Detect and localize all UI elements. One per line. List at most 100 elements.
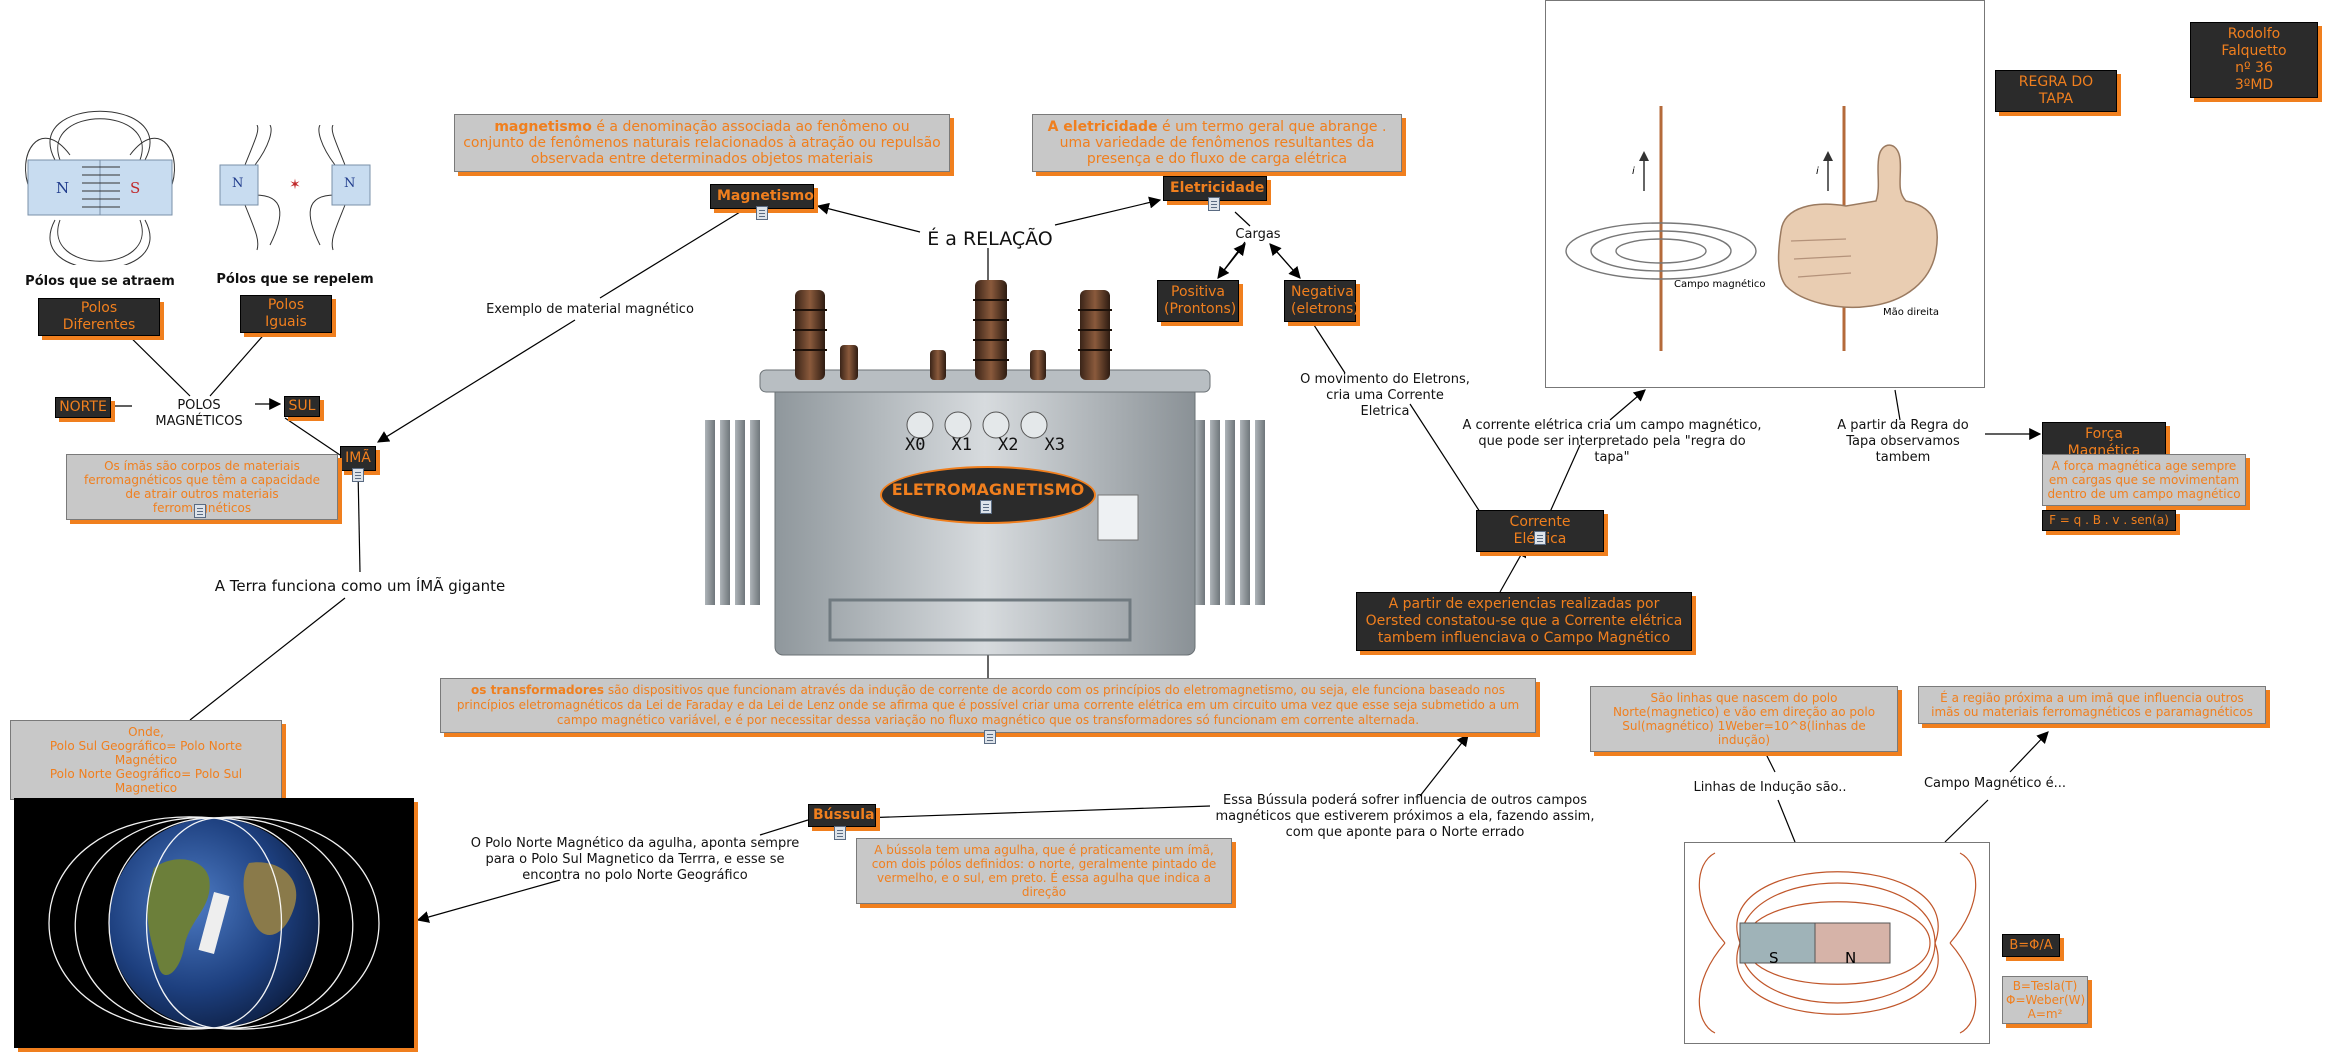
terra-label: A Terra funciona como um ÍMÃ gigante [210, 577, 510, 595]
cria-campo-label: A corrente elétrica cria um campo magnét… [1462, 418, 1762, 466]
magnetismo-desc-bold: magnetismo [494, 119, 592, 135]
relation-label: É a RELAÇÃO [920, 228, 1060, 250]
mao-caption: Mão direita [1883, 307, 1940, 318]
document-icon[interactable] [194, 504, 206, 518]
magnetismo-label: Magnetismo [717, 188, 814, 204]
ima-label: IMÃ [345, 450, 371, 466]
attract-magnets-image: N S [20, 95, 180, 270]
bushing-label: X0 [905, 435, 926, 455]
units-line: Φ=Weber(W) [2006, 993, 2086, 1007]
regra-do-tapa-node[interactable]: REGRA DO TAPA [1995, 70, 2117, 112]
forca-description: A força magnética age sempre em cargas q… [2042, 454, 2246, 506]
polos-title: POLOS MAGNÉTICOS [132, 398, 266, 430]
negativa-node[interactable]: Negativa (eletrons) [1284, 280, 1359, 322]
inducao-desc-text: São linhas que nascem do polo Norte(magn… [1612, 691, 1876, 747]
repelem-caption: Pólos que se repelem [215, 272, 375, 288]
svg-text:✶: ✶ [289, 177, 301, 193]
magnetismo-node[interactable]: Magnetismo [710, 184, 814, 209]
cargas-text: Cargas [1235, 227, 1281, 242]
bussola-description: A bússola tem uma agulha, que é praticam… [856, 838, 1232, 904]
eletricidade-label: Eletricidade [1170, 180, 1265, 196]
regra-do-tapa-image: i i Campo magnético Mão direita [1545, 0, 1985, 388]
center-node[interactable]: ELETROMAGNETISMO [880, 466, 1096, 524]
repelem-caption-text: Pólos que se repelem [216, 272, 374, 287]
oersted-text: A partir de experiencias realizadas por … [1365, 596, 1683, 646]
campo-units: B=Tesla(T) Φ=Weber(W) A=m² [2002, 976, 2088, 1024]
document-icon[interactable] [1208, 197, 1220, 211]
onde-line: Polo Norte Geográfico= Polo Sul Magnetic… [49, 767, 243, 795]
repel-n-left-label: N [232, 176, 244, 191]
bussola-node[interactable]: Bússula [808, 804, 876, 827]
onde-line: Onde, [128, 725, 164, 739]
i-label-left: i [1632, 166, 1635, 177]
magnet-n-label: N [1845, 949, 1857, 967]
document-icon[interactable] [834, 826, 846, 840]
polos-diferentes-node[interactable]: Polos Diferentes [38, 298, 160, 336]
positiva-node[interactable]: Positiva (Prontons) [1157, 280, 1239, 322]
inducao-link-label: Linhas de Indução são.. [1690, 780, 1850, 796]
author-box: Rodolfo Falquetto nº 36 3ºMD [2190, 22, 2318, 98]
units-line: A=m² [2027, 1007, 2063, 1021]
document-icon[interactable] [756, 206, 768, 220]
forca-formula-text: F = q . B . v . sen(a) [2049, 513, 2169, 527]
corrente-node[interactable]: Corrente Elétrica [1476, 510, 1604, 552]
magnetismo-description: magnetismo é a denominação associada ao … [454, 114, 950, 172]
cargas-label: Cargas [1228, 227, 1288, 243]
negativa-label: Negativa (eletrons) [1291, 284, 1359, 317]
bushing-label: X1 [951, 435, 972, 455]
bushing-label: X3 [1044, 435, 1065, 455]
bushing-labels: X0 X1 X2 X3 [905, 435, 1065, 455]
bar-magnet-field-image: S N [1684, 842, 1990, 1044]
campo-formula-node: B=Φ/A [2002, 934, 2060, 957]
magnetismo-desc-text: é a denominação associada ao fenômeno ou… [463, 119, 941, 167]
forca-formula: F = q . B . v . sen(a) [2042, 510, 2176, 531]
relation-text: É a RELAÇÃO [927, 228, 1053, 250]
polos-iguais-node[interactable]: Polos Iguais [240, 295, 332, 333]
campo-link-text: Campo Magnético é... [1923, 776, 2067, 791]
movimento-label: O movimento do Eletrons, cria uma Corren… [1300, 372, 1470, 420]
document-icon[interactable] [980, 500, 992, 514]
eletricidade-description: A eletricidade é um termo geral que abra… [1032, 114, 1402, 172]
polo-norte-label: O Polo Norte Magnético da agulha, aponta… [470, 836, 800, 884]
diferentes-label: Polos Diferentes [62, 300, 136, 333]
norte-node[interactable]: NORTE [55, 397, 111, 418]
onde-line: Polo Sul Geográfico= Polo Norte Magnétic… [49, 739, 243, 767]
iguais-label: Polos Iguais [265, 297, 307, 330]
terra-text: A Terra funciona como um ÍMÃ gigante [214, 577, 506, 595]
sul-node[interactable]: SUL [284, 396, 320, 417]
author-number: nº 36 [2235, 60, 2273, 76]
units-line: B=Tesla(T) [2012, 979, 2078, 993]
bushing-label: X2 [998, 435, 1019, 455]
author-class: 3ºMD [2234, 77, 2274, 93]
transformadores-bold: os transformadores [471, 683, 605, 697]
oersted-node[interactable]: A partir de experiencias realizadas por … [1356, 592, 1692, 651]
eletricidade-node[interactable]: Eletricidade [1163, 176, 1267, 201]
bussola-desc-text: A bússola tem uma agulha, que é praticam… [871, 843, 1217, 899]
campo-desc-text: É a região próxima a um imã que influenc… [1931, 691, 2253, 719]
bussola-label: Bússula [813, 807, 875, 823]
document-icon[interactable] [1534, 531, 1546, 545]
campo-link-label: Campo Magnético é... [1920, 776, 2070, 792]
onde-description: Onde, Polo Sul Geográfico= Polo Norte Ma… [10, 720, 282, 800]
campo-caption: Campo magnético [1674, 279, 1766, 290]
i-label-right: i [1816, 166, 1819, 177]
document-icon[interactable] [984, 730, 996, 744]
repel-magnets-image: ✶ N N [215, 124, 375, 255]
atraem-caption: Pólos que se atraem [20, 274, 180, 290]
center-label: ELETROMAGNETISMO [891, 480, 1085, 499]
attract-s-label: S [130, 179, 141, 197]
campo-description: É a região próxima a um imã que influenc… [1918, 686, 2266, 724]
eletricidade-desc-text: é um termo geral que abrange . uma varie… [1059, 119, 1387, 167]
polos-title-text: POLOS MAGNÉTICOS [155, 398, 243, 429]
norte-label: NORTE [59, 399, 107, 415]
partir-regra-label: A partir da Regra do Tapa observamos tam… [1822, 418, 1984, 466]
ima-node[interactable]: IMÃ [340, 446, 376, 471]
document-icon[interactable] [352, 468, 364, 482]
example-link-label: Exemplo de material magnético [480, 302, 700, 318]
influencia-label: Essa Bússula poderá sofrer influencia de… [1200, 793, 1610, 841]
regra-label: REGRA DO TAPA [2018, 74, 2094, 107]
eletricidade-desc-bold: A eletricidade [1047, 119, 1158, 135]
transformadores-description: os transformadores são dispositivos que … [440, 678, 1536, 733]
polo-norte-text: O Polo Norte Magnético da agulha, aponta… [470, 836, 800, 883]
